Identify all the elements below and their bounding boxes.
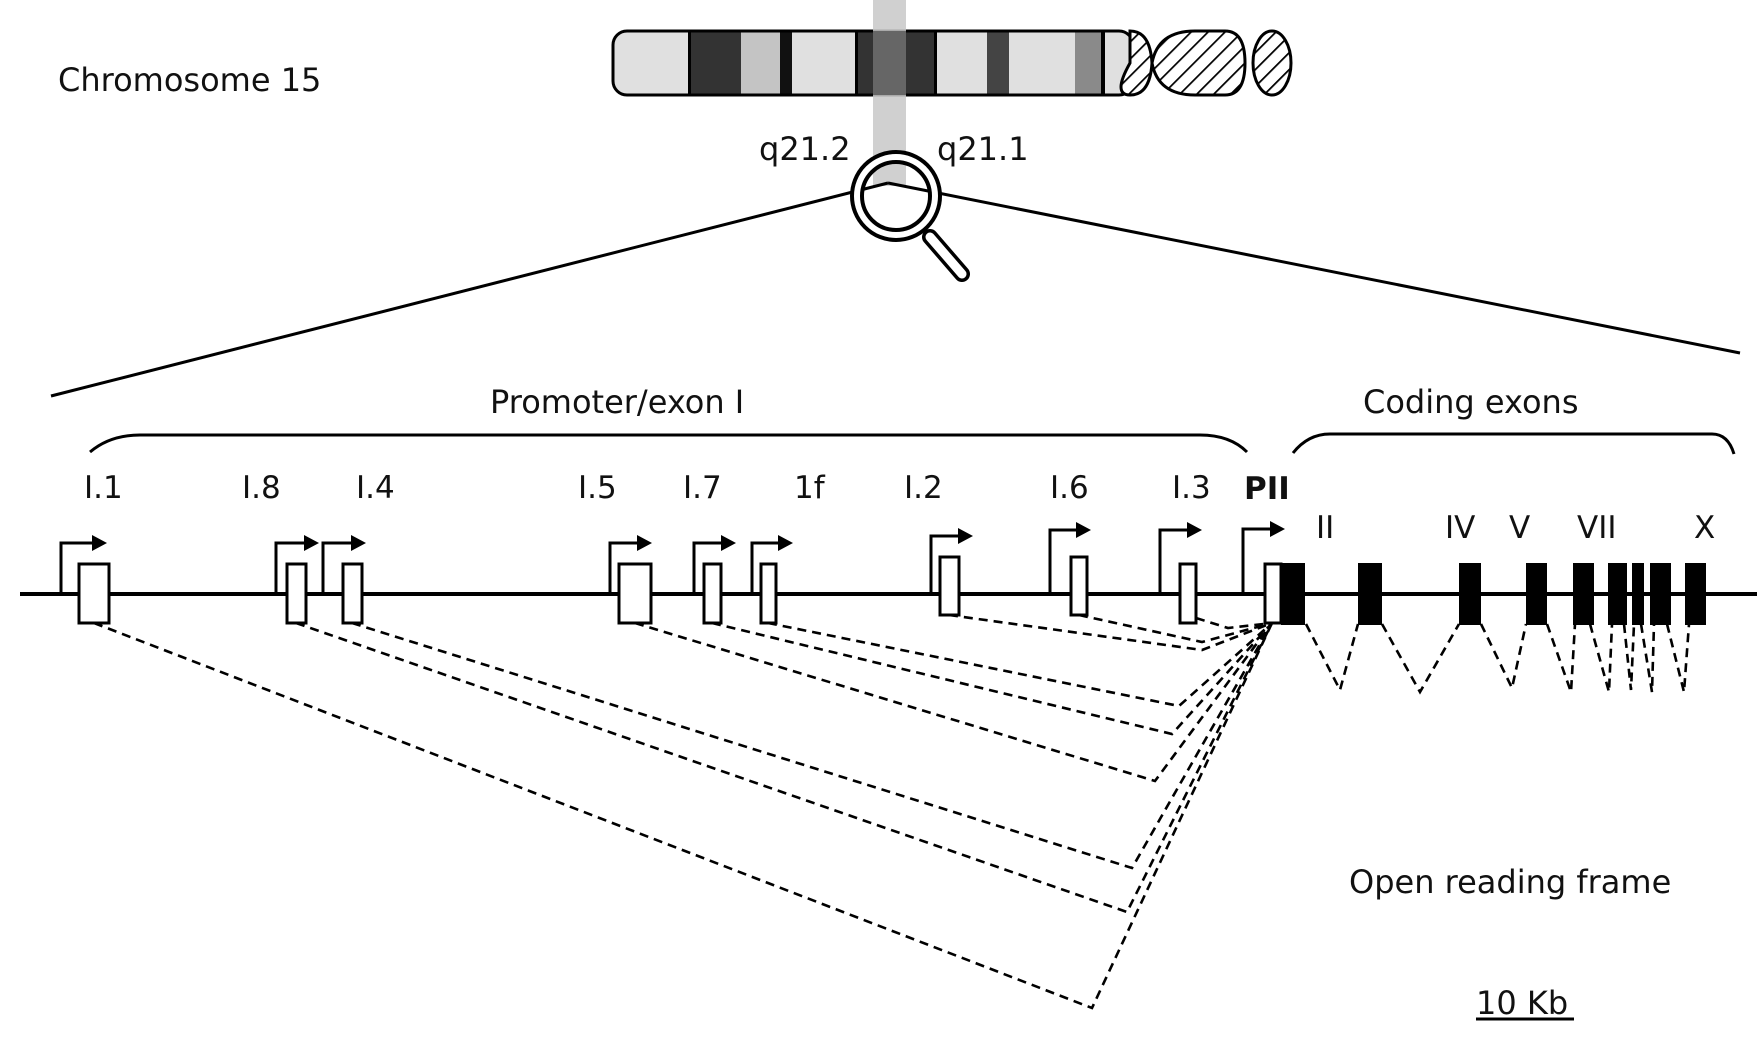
promoter-exon-I.4 (321, 535, 366, 625)
promoter-PII-label: PII (1244, 471, 1290, 507)
band-black (780, 31, 792, 95)
coding-label-X: X (1694, 510, 1715, 546)
centromere-hatched (1119, 29, 1154, 97)
band-grey (1075, 31, 1101, 95)
exon-box (617, 562, 653, 625)
coding-label-IV: IV (1445, 510, 1475, 546)
splice-line-I.6 (1078, 613, 1273, 644)
coding-exon (1632, 563, 1644, 625)
promoter-arrow-icon (1270, 521, 1285, 537)
splice-v (1639, 623, 1656, 693)
coding-exon (1573, 563, 1594, 625)
promoter-exon-I.7 (692, 535, 736, 625)
coding-label-II: II (1316, 510, 1334, 546)
promoter-exons (59, 521, 1285, 625)
exon-label-I.5: I.5 (578, 470, 617, 506)
p-arm-hatched (1150, 29, 1247, 97)
splice-v (1304, 623, 1360, 694)
exon-label-1f: 1f (794, 470, 826, 506)
coding-exon (1358, 563, 1382, 625)
exon-box (77, 562, 111, 625)
zoom-line-right (887, 181, 1741, 355)
splice-line-I.3 (1195, 616, 1273, 630)
exon-label-I.3: I.3 (1172, 470, 1211, 506)
splice-lines (93, 613, 1691, 1010)
splice-v (1545, 623, 1577, 693)
scale-label: 10 Kb (1476, 984, 1568, 1022)
splice-line-I.4 (351, 621, 1274, 870)
exon-box (1178, 562, 1198, 625)
promoter-exon-I.5 (608, 535, 653, 625)
coding-exon (1650, 563, 1671, 625)
exon-box (702, 562, 723, 625)
promoter-exon-I.2 (929, 528, 973, 617)
coding-exon (1526, 563, 1547, 625)
splice-line-I.2 (948, 613, 1273, 652)
promoter-arrow-icon (721, 535, 736, 551)
promoter-exon-I.3 (1158, 522, 1202, 625)
promoter-exon-1f (750, 535, 793, 625)
exon-box (759, 562, 778, 625)
exon-box (285, 562, 308, 625)
exon-box (341, 562, 364, 625)
promoter-exon-I.6 (1048, 522, 1091, 617)
promoter-arrow-icon (637, 535, 652, 551)
band-label-right: q21.1 (937, 130, 1029, 168)
band-dark (690, 31, 741, 95)
splice-v (1380, 623, 1461, 695)
band-label-left: q21.2 (759, 130, 851, 168)
splice-line-I.7 (711, 621, 1273, 736)
exon-box (1069, 555, 1089, 617)
promoter-bracket (89, 433, 1249, 454)
splice-v (1665, 623, 1691, 693)
chromosome-ideogram (611, 29, 1293, 97)
splice-v (1622, 623, 1636, 691)
promoter-PII (1241, 521, 1285, 625)
exon-label-I.2: I.2 (904, 470, 943, 506)
chromosome-title: Chromosome 15 (58, 61, 321, 99)
promoter-heading: Promoter/exon I (490, 383, 744, 421)
band-mid (741, 31, 780, 95)
coding-exons (1281, 563, 1706, 625)
exon-box-PII-utr (1263, 562, 1283, 625)
splice-line-I.8 (295, 621, 1274, 914)
coding-bracket (1291, 432, 1736, 455)
coding-heading: Coding exons (1363, 383, 1579, 421)
exon-label-I.8: I.8 (242, 470, 281, 506)
coding-label-VII: VII (1577, 510, 1617, 546)
exon-label-I.1: I.1 (84, 470, 123, 506)
promoter-arrow-icon (92, 535, 107, 551)
splice-line-I.5 (634, 621, 1274, 783)
promoter-arrow-icon (778, 535, 793, 551)
band-dark (987, 31, 1009, 95)
promoter-exon-I.8 (274, 535, 319, 625)
exon-label-I.7: I.7 (683, 470, 722, 506)
promoter-arrow-icon (958, 528, 973, 544)
promoter-arrow-icon (304, 535, 319, 551)
promoter-arrow-icon (1187, 522, 1202, 538)
magnifier-icon (850, 150, 970, 282)
splice-line-1f (767, 621, 1273, 708)
splice-line-I.1 (93, 621, 1274, 1010)
splice-v (1588, 623, 1614, 693)
coding-exon (1608, 563, 1627, 625)
promoter-arrow-icon (1076, 522, 1091, 538)
coding-exon-labels: II IV V VII X (1316, 510, 1715, 546)
coding-exon (1459, 563, 1481, 625)
exon-box (938, 555, 961, 617)
exon-label-I.4: I.4 (356, 470, 395, 506)
promoter-exon-I.1 (59, 535, 111, 625)
splice-v (1479, 623, 1528, 692)
coding-exon (1685, 563, 1706, 625)
coding-label-V: V (1509, 510, 1530, 546)
coding-exon (1281, 563, 1305, 625)
promoter-arrow-icon (351, 535, 366, 551)
orf-label: Open reading frame (1349, 863, 1671, 901)
zoom-line-left (50, 181, 889, 398)
exon-label-I.6: I.6 (1050, 470, 1089, 506)
promoter-exon-labels: I.1 I.8 I.4 I.5 I.7 1f I.2 I.6 I.3 PII (84, 470, 1290, 507)
satellite-hatched (1251, 29, 1293, 97)
